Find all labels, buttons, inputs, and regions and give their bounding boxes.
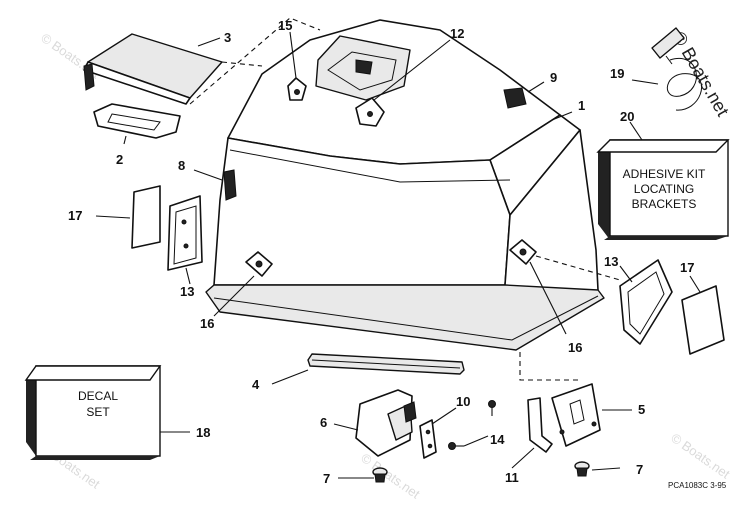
callout-8: 8 xyxy=(178,158,185,173)
callout-10: 10 xyxy=(456,394,470,409)
callout-numbers: 1 2 3 4 5 6 7 7 8 9 10 11 12 13 13 14 15… xyxy=(68,18,694,486)
dashed-guide-13-right xyxy=(535,255,621,281)
part-14-screws xyxy=(448,400,496,450)
callout-13-right: 13 xyxy=(604,254,618,269)
part-10-plate xyxy=(419,419,437,459)
callout-20: 20 xyxy=(620,109,634,124)
part-18-decal-set-box: DECAL SET xyxy=(24,365,162,460)
dashed-guide-3b xyxy=(221,61,263,67)
decal-box-line-1: DECAL xyxy=(78,389,118,403)
part-7-grommet-right xyxy=(574,461,590,477)
callout-18: 18 xyxy=(196,425,210,440)
part-17-right-pad xyxy=(681,285,725,355)
part-6-bracket xyxy=(355,389,417,457)
part-16-right-grommet xyxy=(509,239,537,265)
callout-7-right: 7 xyxy=(636,462,643,477)
part-19-cable xyxy=(651,27,702,111)
callout-7-left: 7 xyxy=(323,471,330,486)
callout-11: 11 xyxy=(505,470,519,485)
callout-14: 14 xyxy=(490,432,505,447)
callout-12: 12 xyxy=(450,26,464,41)
callout-3: 3 xyxy=(224,30,231,45)
part-11-l-bracket xyxy=(527,397,553,453)
callout-17-left: 17 xyxy=(68,208,82,223)
part-15-latch xyxy=(287,77,307,101)
part-12-latch xyxy=(355,97,385,127)
callout-9: 9 xyxy=(550,70,557,85)
kit-box-line-1: ADHESIVE KIT xyxy=(623,167,706,181)
callout-13-left: 13 xyxy=(180,284,194,299)
leader-lines xyxy=(95,31,701,479)
callout-1: 1 xyxy=(578,98,585,113)
part-9-top-trim xyxy=(503,87,527,109)
part-5-plate xyxy=(551,383,601,447)
callout-2: 2 xyxy=(116,152,123,167)
part-1-engine-cowl xyxy=(205,19,605,351)
callout-16-left: 16 xyxy=(200,316,214,331)
watermark-bottom-middle: © Boats.net xyxy=(358,450,423,502)
callout-4: 4 xyxy=(252,377,260,392)
callout-5: 5 xyxy=(638,402,645,417)
kit-box-line-3: BRACKETS xyxy=(632,197,697,211)
part-20-adhesive-kit-box: ADHESIVE KIT LOCATING BRACKETS xyxy=(596,139,730,240)
part-13-left-bracket xyxy=(167,195,203,271)
decal-box-line-2: SET xyxy=(86,405,110,419)
callout-6: 6 xyxy=(320,415,327,430)
dashed-guide-5 xyxy=(519,352,580,381)
part-4-seal-strip xyxy=(307,353,465,375)
part-7-grommet-left xyxy=(372,467,388,483)
part-8-side-trim xyxy=(223,169,237,201)
part-16-left-grommet xyxy=(245,251,273,277)
kit-box-line-2: LOCATING xyxy=(634,182,694,196)
part-13-right-bracket xyxy=(619,259,673,345)
callout-17-right: 17 xyxy=(680,260,694,275)
callout-16-right: 16 xyxy=(568,340,582,355)
callout-19: 19 xyxy=(610,66,624,81)
watermark-bottom-right: © Boats.net xyxy=(668,430,733,482)
callout-15: 15 xyxy=(278,18,292,33)
part-3-access-cover xyxy=(83,33,223,105)
dashed-guide-3 xyxy=(189,17,321,105)
part-17-left-pad xyxy=(131,185,161,249)
part-2-gasket xyxy=(93,103,181,139)
drawing-code: PCA1083C 3-95 xyxy=(668,481,727,490)
